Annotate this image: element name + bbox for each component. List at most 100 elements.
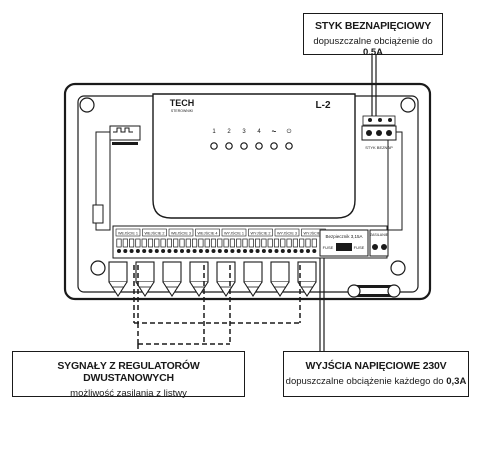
terminal-pin bbox=[248, 238, 254, 248]
terminal-group-box bbox=[248, 228, 273, 237]
callout-relay-subtitle-value: 0.5A bbox=[362, 47, 384, 58]
terminal-screw bbox=[148, 249, 153, 253]
callout-signals-title: SYGNAŁY Z REGULATORÓW DWUSTANOWYCH bbox=[57, 360, 200, 384]
indicator-led bbox=[285, 142, 293, 150]
signal-wiring bbox=[133, 265, 301, 351]
callout-outputs-subtitle: dopuszczalne obciążenie każdego do 0,3A bbox=[284, 376, 468, 387]
cable-gland-tip bbox=[189, 281, 209, 298]
terminal-pin bbox=[147, 238, 154, 248]
fuse-small: FUSE bbox=[354, 245, 365, 250]
terminal-screw bbox=[154, 249, 159, 253]
indicator-label: 2 bbox=[227, 129, 231, 135]
terminal-pin bbox=[116, 238, 122, 248]
terminal-screw bbox=[198, 249, 203, 253]
cable-gland-tip bbox=[216, 281, 236, 298]
terminal-group-label: WYJŚCIE 2 bbox=[250, 231, 270, 236]
callout-relay-title: STYK BEZNAPIĘCIOWY bbox=[315, 20, 431, 32]
terminal-pin bbox=[179, 238, 185, 248]
terminal-pin bbox=[229, 238, 235, 248]
callout-signals: SYGNAŁY Z REGULATORÓW DWUSTANOWYCH możli… bbox=[12, 351, 245, 399]
terminal-pin bbox=[292, 238, 298, 248]
central-module bbox=[152, 93, 356, 219]
terminal-screw bbox=[211, 249, 216, 253]
terminal-group-label: WEJŚCIE 1 bbox=[118, 231, 138, 236]
terminal-screw bbox=[192, 249, 197, 253]
cable-gland-tip bbox=[243, 281, 263, 298]
terminal-screw bbox=[236, 249, 241, 253]
terminal-screw bbox=[306, 249, 310, 253]
terminal-screw bbox=[205, 249, 210, 253]
terminal-group-label: WYJŚCIE 3 bbox=[277, 231, 297, 236]
cable-gland-tip bbox=[108, 281, 128, 298]
cable-gland bbox=[162, 261, 182, 283]
terminal-pin bbox=[129, 238, 135, 248]
left-clip bbox=[92, 204, 104, 224]
callout-outputs: WYJŚCIA NAPIĘCIOWE 230V dopuszczalne obc… bbox=[283, 351, 469, 397]
indicator-label: 1 bbox=[212, 129, 216, 135]
terminal-screw bbox=[161, 249, 166, 253]
terminal-pin bbox=[204, 238, 210, 248]
indicator-led bbox=[270, 142, 278, 150]
terminal-pin bbox=[311, 238, 317, 248]
terminal-screw bbox=[280, 249, 285, 253]
indicator-label: ⏦ bbox=[272, 129, 277, 135]
terminal-group-label: WYJŚCIE 4 bbox=[303, 231, 323, 236]
indicator-led bbox=[225, 142, 233, 150]
cable-gland bbox=[270, 261, 290, 283]
terminal-group-box bbox=[115, 228, 141, 237]
terminal-screw bbox=[261, 249, 266, 253]
left-rail bbox=[95, 131, 111, 231]
cable-glands bbox=[108, 261, 317, 298]
terminal-screw bbox=[217, 249, 222, 253]
cable-gland bbox=[189, 261, 209, 283]
terminal-pin bbox=[198, 238, 204, 248]
terminal-screw bbox=[167, 249, 172, 253]
cable-gland-tip bbox=[270, 281, 290, 298]
terminal-pin bbox=[255, 238, 261, 248]
callout-outputs-subtitle-text: dopuszczalne obciążenie każdego do bbox=[285, 376, 447, 387]
terminal-screw bbox=[117, 249, 121, 253]
terminal-screw bbox=[249, 249, 254, 253]
terminal-pin bbox=[135, 238, 141, 248]
terminal-screw bbox=[135, 249, 140, 253]
terminal-pin bbox=[242, 238, 248, 248]
indicator-label: 4 bbox=[257, 129, 261, 135]
callout-outputs-subtitle-value: 0,3A bbox=[446, 376, 467, 387]
terminal-pin bbox=[223, 238, 229, 248]
terminal-screw bbox=[287, 249, 292, 253]
terminal-pin bbox=[122, 238, 128, 248]
terminal-pin bbox=[173, 238, 179, 248]
terminal-group-box bbox=[274, 228, 300, 237]
terminal-pin bbox=[261, 238, 267, 248]
terminal-screw bbox=[274, 249, 279, 253]
terminal-group-label: WEJŚCIE 2 bbox=[144, 231, 164, 236]
cable-gland bbox=[108, 261, 128, 283]
terminal-screw bbox=[173, 249, 178, 253]
terminal-screw bbox=[268, 249, 273, 253]
terminal-pin bbox=[185, 238, 191, 248]
model-label: L-2 bbox=[316, 100, 331, 111]
callout-relay-subtitle: dopuszczalne obciążenie do 0.5A bbox=[304, 36, 442, 58]
terminal-group-box bbox=[168, 228, 194, 237]
cable-gland bbox=[243, 261, 263, 283]
callout-outputs-title: WYJŚCIA NAPIĘCIOWE 230V bbox=[305, 360, 447, 372]
housing-outer bbox=[63, 82, 432, 301]
relay-label: STYK BEZNAP bbox=[365, 145, 393, 150]
indicator-led bbox=[210, 142, 218, 150]
terminal-pin bbox=[154, 238, 160, 248]
terminal-pin bbox=[236, 238, 242, 248]
indicator-led bbox=[255, 142, 263, 150]
cable-gland bbox=[216, 261, 236, 283]
callout-relay-contact: STYK BEZNAPIĘCIOWY dopuszczalne obciążen… bbox=[303, 13, 443, 58]
terminal-group-label: WYJŚCIE 1 bbox=[224, 231, 244, 236]
terminal-screw bbox=[224, 249, 229, 253]
fuse-label: FUSE bbox=[323, 245, 334, 250]
power-label: ZASILANIE bbox=[370, 233, 389, 237]
terminal-pin bbox=[286, 238, 292, 248]
screw-bottom-right bbox=[390, 260, 406, 276]
terminal-pin bbox=[192, 238, 198, 248]
terminal-screw bbox=[129, 249, 134, 253]
callout-relay-subtitle-text: dopuszczalne obciążenie do bbox=[313, 36, 433, 47]
